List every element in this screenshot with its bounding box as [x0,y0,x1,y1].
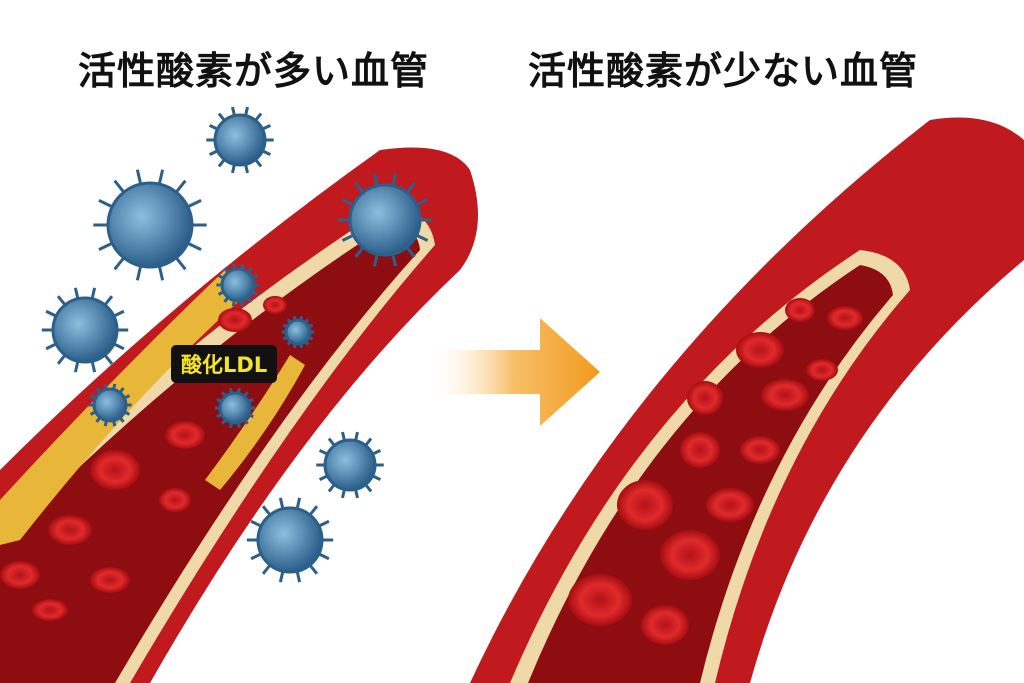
virus-spike [295,570,302,583]
virus-spike [98,199,113,209]
virus-spike [278,570,285,583]
left-panel-title: 活性酸素が多い血管 [78,49,430,93]
virus-spike [187,241,202,251]
virus-spike [45,342,57,351]
virus-icon [93,169,207,281]
virus-spike [56,295,67,306]
virus-spike [415,198,429,207]
virus-icon [41,287,129,373]
virus-spike [405,182,416,194]
virus-spike [135,169,143,185]
virus-spike [250,552,262,561]
virus-spike [405,246,416,258]
virus-spike [391,253,397,267]
virus-spike [250,519,262,528]
virus-icon [214,387,256,429]
virus-spike [278,497,285,510]
arrow-icon [425,318,600,426]
virus-icon [88,383,132,427]
virus-spike [373,253,379,267]
virus-spike [73,360,80,373]
virus-spike [90,287,97,300]
virus-spike [341,198,355,207]
virus-spike [103,354,114,365]
virus-spike [157,265,165,281]
virus-spike [175,256,187,271]
virus-spike [354,182,365,194]
virus-spike [187,199,202,209]
virus-spike [354,246,365,258]
virus-spike [261,564,272,575]
virus-spike [295,497,302,510]
virus-icon [246,497,334,583]
virus-spike [391,173,397,187]
virus-spike [308,564,319,575]
right-vessel [470,117,1024,683]
virus-spike [157,169,165,185]
virus-icon [281,315,315,349]
virus-spike [56,354,67,365]
virus-particles [41,106,433,583]
virus-spike [73,287,80,300]
virus-spike [318,552,330,561]
right-panel-title: 活性酸素が少ない血管 [528,49,919,93]
virus-icon [206,106,274,174]
virus-spike [45,309,57,318]
virus-spike [175,179,187,194]
virus-spike [415,233,429,242]
virus-spike [98,241,113,251]
virus-icon [337,173,433,267]
oxidized-ldl-label: 酸化LDL [171,345,278,383]
virus-icon [216,263,260,307]
virus-spike [113,179,125,194]
virus-spike [341,233,355,242]
virus-spike [373,173,379,187]
virus-spike [113,309,125,318]
virus-spike [261,505,272,516]
virus-spike [113,342,125,351]
virus-spike [90,360,97,373]
virus-spike [103,295,114,306]
virus-spike [135,265,143,281]
virus-spike [308,505,319,516]
virus-icon [316,431,384,499]
virus-spike [113,256,125,271]
virus-spike [318,519,330,528]
